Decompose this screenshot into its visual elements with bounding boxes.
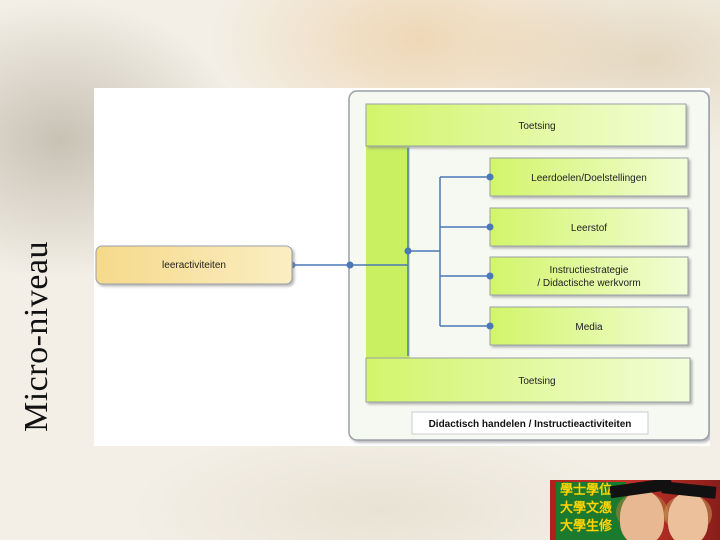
- inner-box-2-label: Leerstof: [571, 223, 607, 234]
- graduation-photo: 學士學位 大學文憑 大學生修: [550, 480, 720, 540]
- inner-box-4: Media: [489, 306, 689, 346]
- container-label-box: [411, 411, 649, 435]
- inner-box-3: Instructiestrategie / Didactische werkvo…: [489, 256, 689, 296]
- diagram-panel: Toetsing Toetsing Leerdoelen/Doelstellin…: [94, 88, 710, 446]
- inner-box-3-label-line1: Instructiestrategie: [550, 265, 629, 276]
- bottom-toetsing-label: Toetsing: [518, 376, 555, 387]
- instruction-diagram: Toetsing Toetsing Leerdoelen/Doelstellin…: [95, 90, 710, 441]
- inner-box-1-label: Leerdoelen/Doelstellingen: [531, 173, 647, 184]
- sign-line-2: 大學文憑: [560, 501, 613, 516]
- container-label: Didactisch handelen / Instructieactivite…: [429, 419, 632, 430]
- inner-box-2: Leerstof: [489, 207, 689, 247]
- container-band: [366, 104, 410, 402]
- top-toetsing-box: [365, 103, 687, 147]
- activity-box: [95, 245, 293, 285]
- bottom-toetsing-box: [365, 357, 691, 403]
- inner-box-3-label-line2: / Didactische werkvorm: [537, 278, 640, 289]
- inner-box-1: Leerdoelen/Doelstellingen: [489, 157, 689, 197]
- graduate-1-face: [620, 490, 664, 540]
- sign-line-1: 學士學位: [560, 483, 613, 498]
- graduate-2-face: [668, 492, 708, 540]
- top-toetsing-label: Toetsing: [518, 121, 555, 132]
- inner-box-4-label: Media: [575, 322, 603, 333]
- activity-box-label: leeractiviteiten: [162, 260, 226, 271]
- photo-sign: 學士學位 大學文憑 大學生修: [556, 482, 626, 540]
- sign-line-3: 大學生修: [560, 519, 613, 534]
- slide-title: Micro-niveau: [18, 240, 55, 432]
